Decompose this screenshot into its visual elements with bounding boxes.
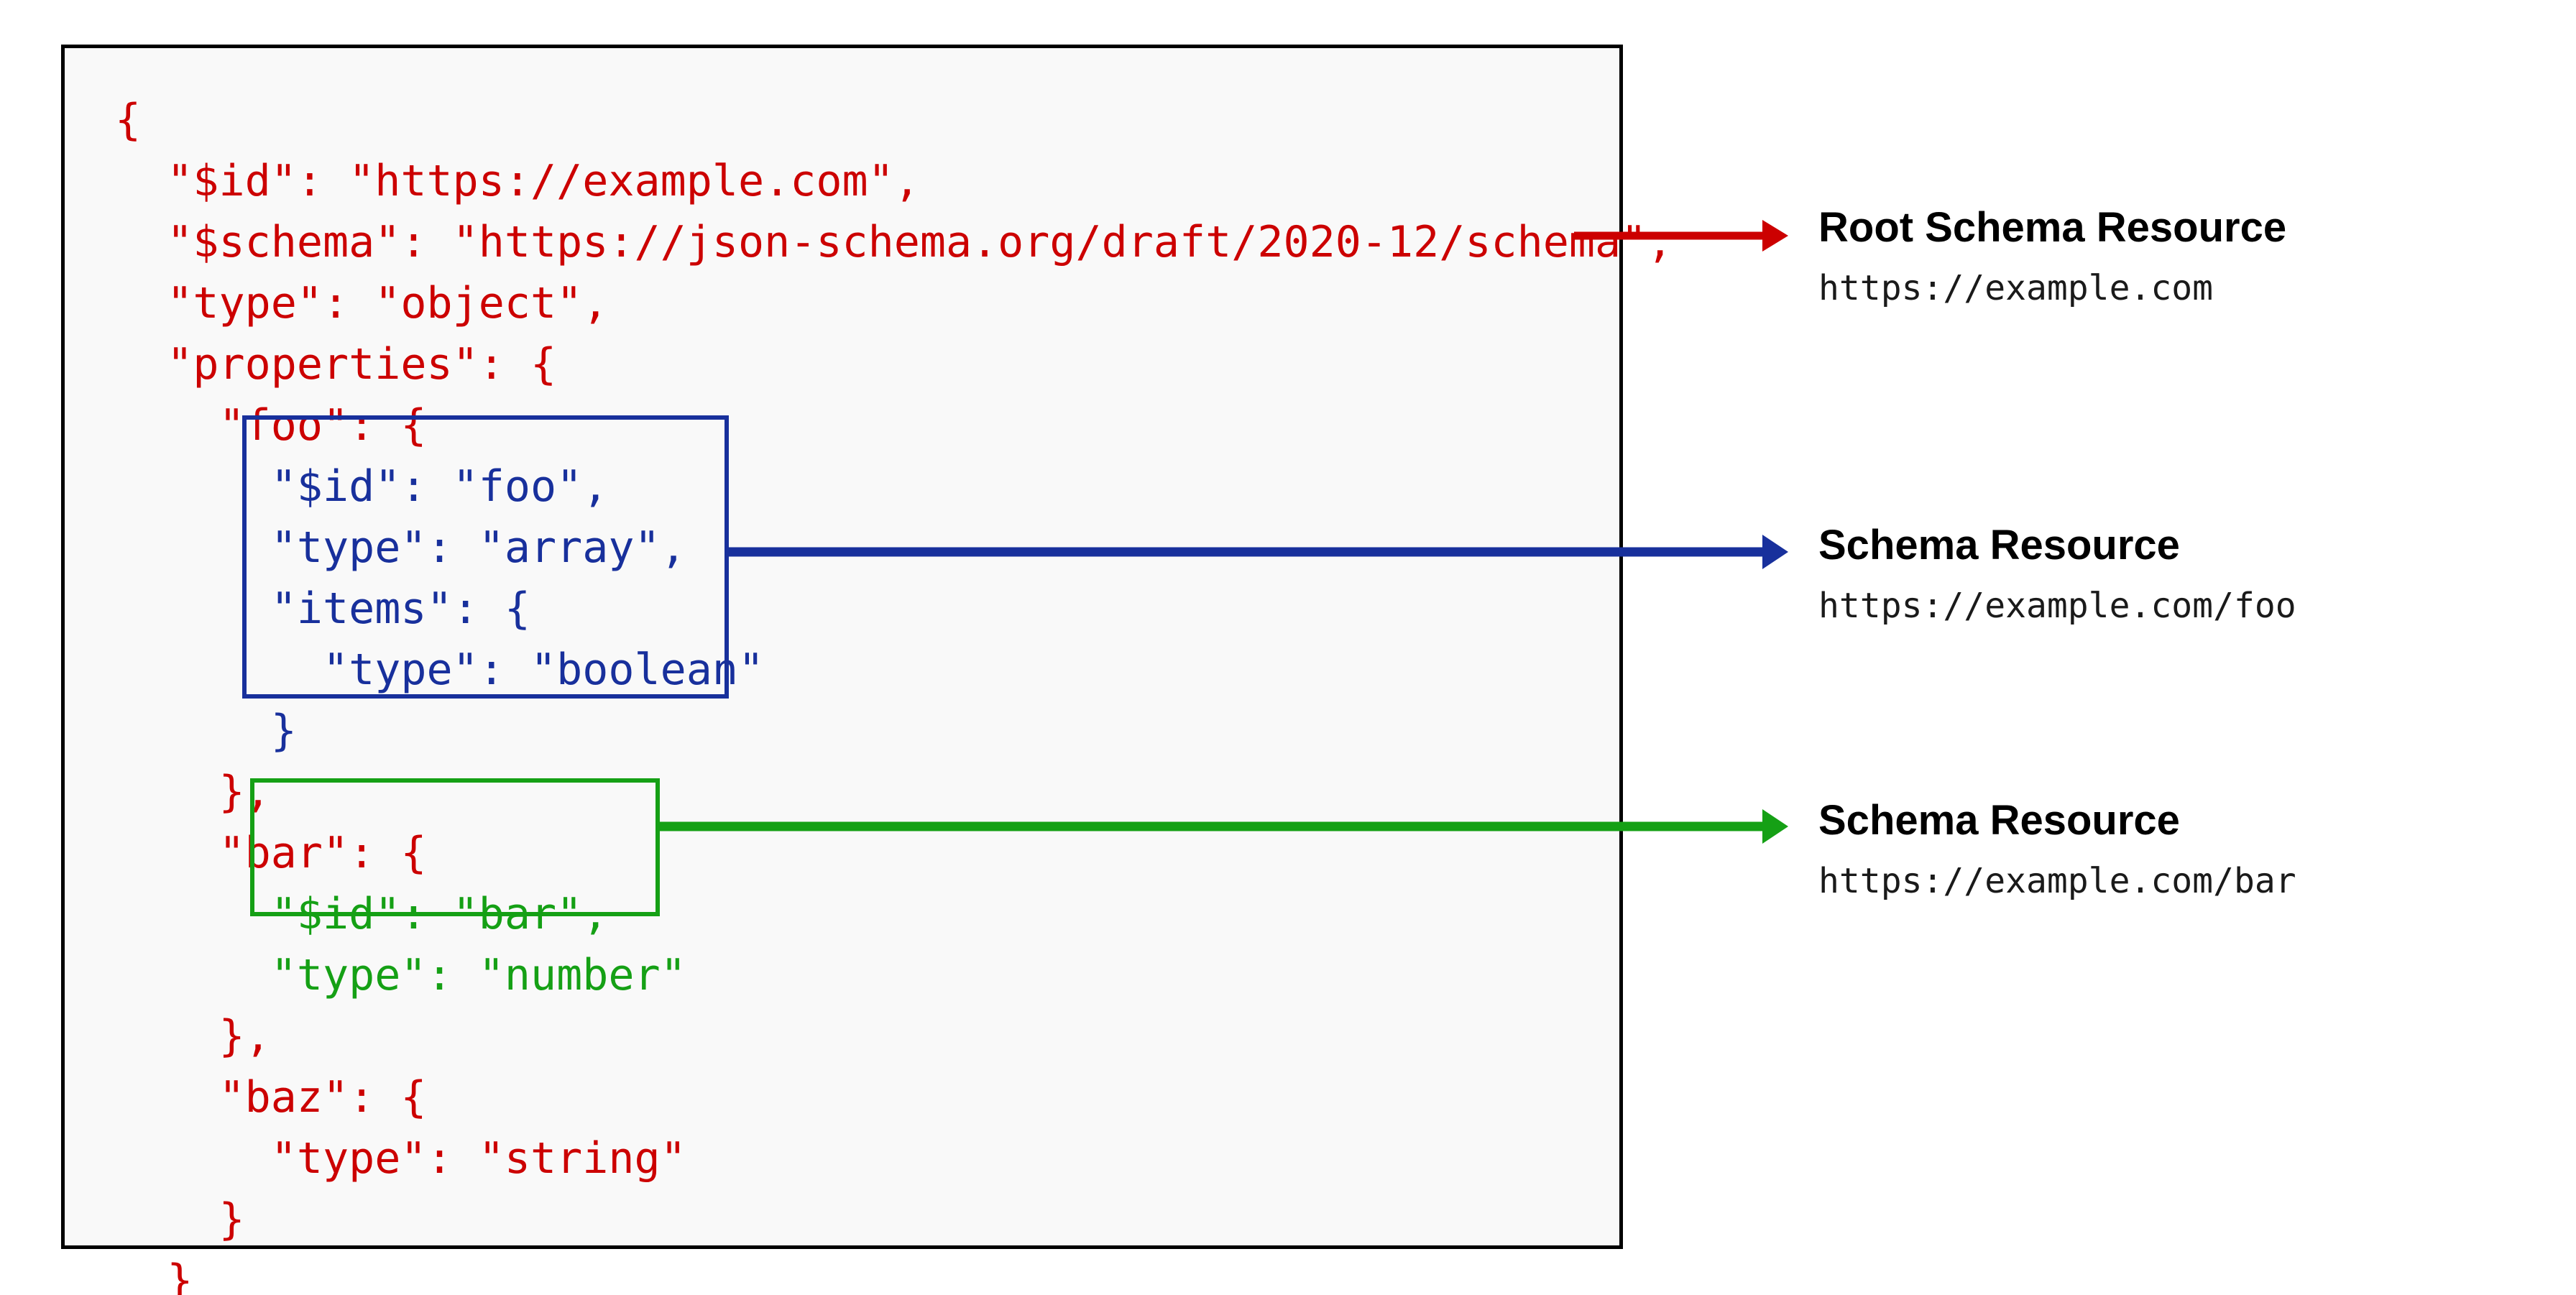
code-line: } (115, 706, 297, 756)
annotation-root-schema-resource: Root Schema Resource https://example.com (1818, 204, 2287, 309)
annotation-uri: https://example.com/bar (1818, 861, 2296, 901)
annotation-title: Schema Resource (1818, 522, 2180, 568)
annotation-bar-schema-resource: Schema Resource https://example.com/bar (1818, 797, 2296, 902)
code-line: "type": "boolean" (115, 645, 765, 695)
code-line: } (115, 1194, 245, 1245)
code-line: "$schema": "https://json-schema.org/draf… (115, 217, 1673, 267)
code-line: "type": "number" (115, 950, 686, 1000)
code-line: "items": { (115, 584, 530, 634)
code-line: } (115, 1255, 193, 1295)
annotation-uri: https://example.com/foo (1818, 586, 2296, 626)
code-line: }, (115, 1011, 271, 1061)
code-line: "type": "object", (115, 278, 609, 328)
annotation-title: Root Schema Resource (1818, 204, 2287, 251)
code-line: "$id": "foo", (115, 461, 609, 512)
json-code-panel: { "$id": "https://example.com", "$schema… (61, 45, 1673, 1295)
json-code-listing: { "$id": "https://example.com", "$schema… (115, 90, 1673, 1295)
code-line: { (115, 95, 142, 145)
code-line: "baz": { (115, 1072, 427, 1123)
code-line: "bar": { (115, 828, 427, 878)
code-line: "$id": "bar", (115, 889, 609, 939)
code-line: "type": "string" (115, 1133, 686, 1184)
code-line: "$id": "https://example.com", (115, 156, 920, 206)
code-line: "properties": { (115, 339, 557, 390)
code-line: "foo": { (115, 400, 427, 451)
annotation-foo-schema-resource: Schema Resource https://example.com/foo (1818, 522, 2296, 627)
annotation-title: Schema Resource (1818, 797, 2180, 844)
annotation-uri: https://example.com (1818, 268, 2214, 308)
code-line: "type": "array", (115, 522, 686, 573)
code-line: }, (115, 767, 271, 817)
